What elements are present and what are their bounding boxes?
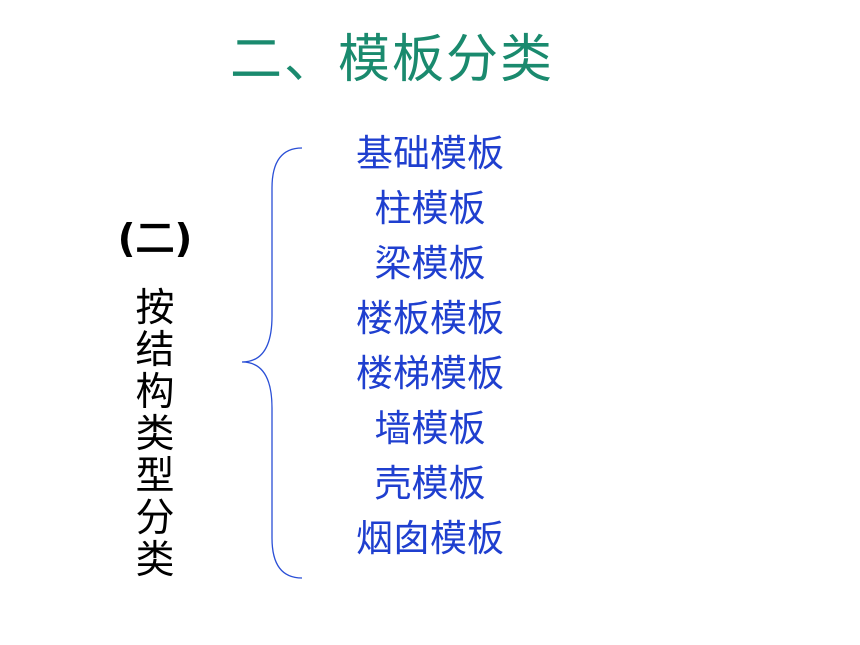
list-item: 基础模板 (356, 132, 504, 175)
list-item: 壳模板 (374, 462, 486, 505)
curly-brace-path (241, 147, 303, 579)
list-item: 楼板模板 (356, 297, 504, 340)
list-item: 柱模板 (374, 187, 486, 230)
formwork-type-list: 基础模板 柱模板 梁模板 楼板模板 楼梯模板 墙模板 壳模板 烟囱模板 (340, 126, 520, 566)
label-char: 型 (135, 454, 175, 499)
curly-brace (241, 147, 303, 579)
label-char: 构 (135, 370, 175, 415)
label-char: 分 (135, 496, 175, 541)
classification-label: (二) 按 结 构 类 型 分 类 (118, 206, 193, 583)
section-number: (二) (117, 217, 193, 262)
slide-title: 二、模板分类 (230, 30, 555, 90)
label-char: 按 (135, 286, 175, 331)
label-char: 结 (135, 328, 175, 373)
list-item: 烟囱模板 (356, 517, 504, 560)
list-item: 楼梯模板 (356, 352, 504, 395)
list-item: 墙模板 (374, 407, 486, 450)
label-char: 类 (135, 538, 175, 583)
list-item: 梁模板 (374, 242, 486, 285)
label-char: 类 (135, 412, 175, 457)
